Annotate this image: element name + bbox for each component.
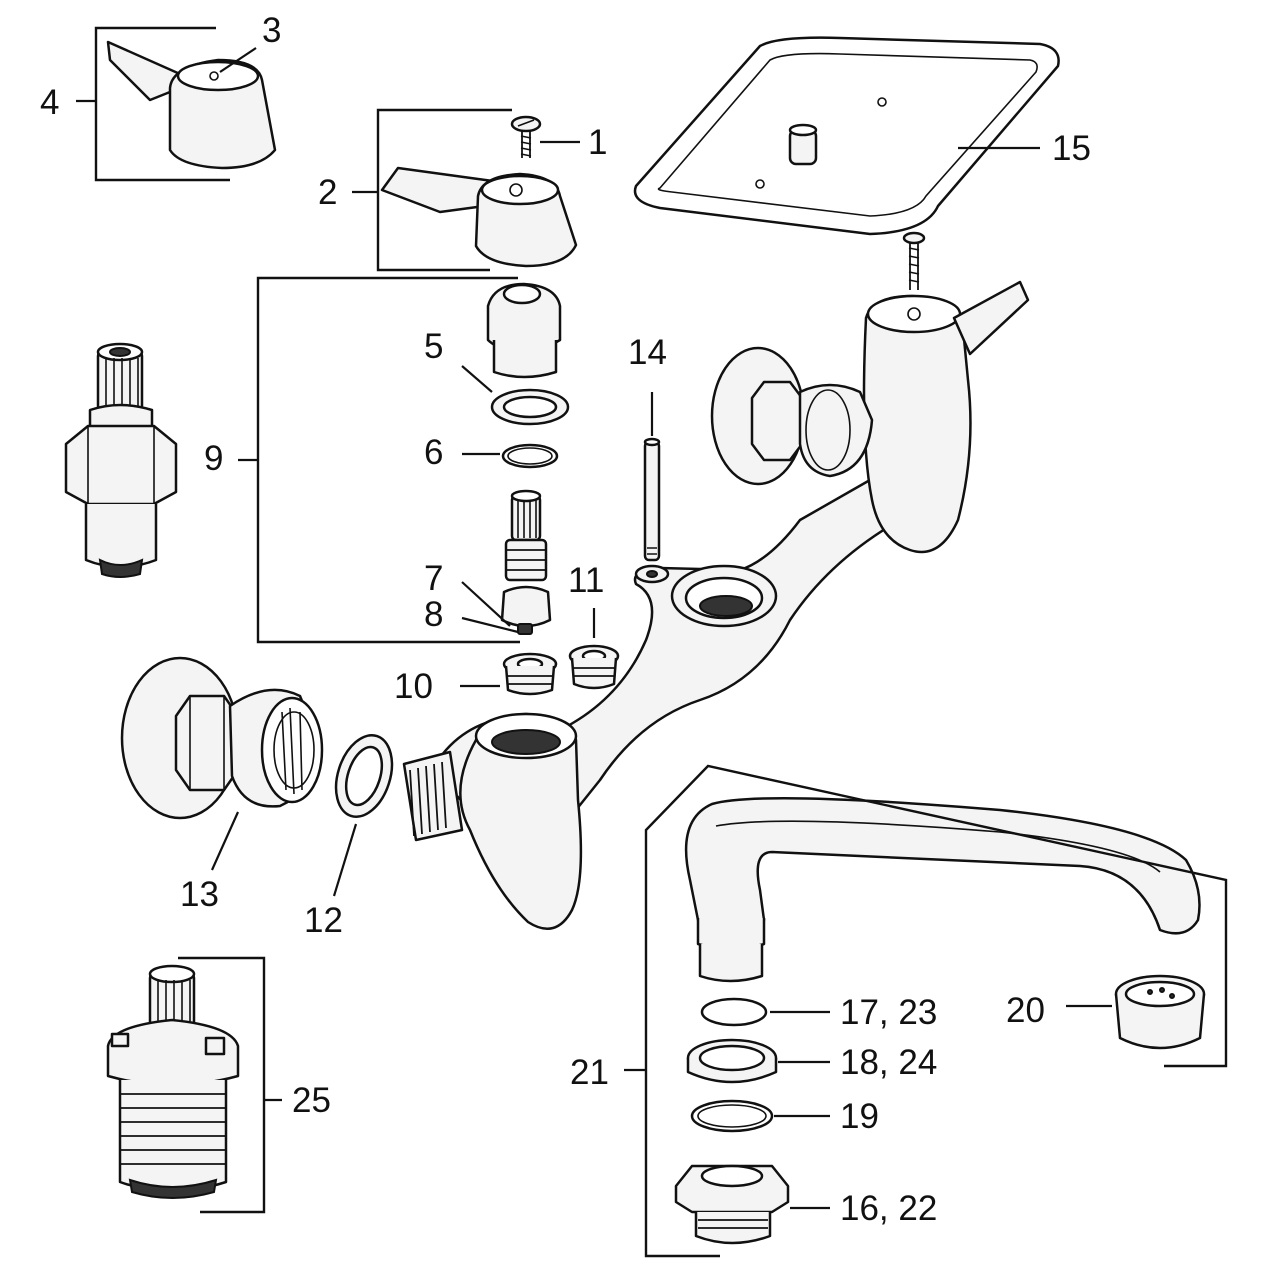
callout-4: 4 [40,83,59,122]
callout-12: 12 [304,901,343,940]
part-14-pin [643,437,661,562]
callout-13: 13 [180,875,219,914]
callout-1: 1 [588,123,607,162]
callout-5: 5 [424,327,443,366]
part-18-24-washer [686,1038,778,1084]
callout-9: 9 [204,439,223,478]
bracket-21 [644,764,1228,1258]
callout-21: 21 [570,1053,609,1092]
leader-12 [332,823,358,897]
callout-2: 2 [318,173,337,212]
part-2-lever-handle [380,166,578,268]
part-13-wall-union [120,656,324,820]
callout-18-24: 18, 24 [840,1043,937,1082]
callout-16-22: 16, 22 [840,1189,937,1228]
part-8-washer-screw [517,623,533,635]
part-11-seat [568,644,620,690]
leader-8 [461,616,519,634]
callout-25: 25 [292,1081,331,1120]
part-5-washer [490,388,570,426]
callout-15: 15 [1052,129,1091,168]
callout-20: 20 [1006,991,1045,1030]
part-21-spout [684,797,1201,983]
part-17-23-washer [700,997,768,1027]
bracket-25 [178,956,266,1214]
part-25-cartridge [106,964,240,1199]
part-19-o-ring [690,1099,774,1133]
callout-14: 14 [628,333,667,372]
bracket-4 [94,26,230,182]
callout-10: 10 [394,667,433,706]
part-6-o-ring [501,443,559,469]
part-15-escutcheon-plate [633,36,1060,236]
callout-19: 19 [840,1097,879,1136]
callout-8: 8 [424,595,443,634]
bracket-2 [376,108,512,272]
callout-3: 3 [262,11,281,50]
leader-7 [461,581,511,627]
part-16-22-spout-nut [674,1164,790,1245]
part-7-stem [500,489,552,628]
part-20-aerator [1114,974,1206,1050]
part-9-bonnet-nut [486,282,562,379]
leader-5 [461,365,493,393]
bracket-9 [256,276,520,644]
part-4-lever-handle [106,40,277,170]
part-10-seat [502,652,558,696]
cartridge-left [64,342,178,578]
faucet-body [402,231,1030,930]
part-1-screw [510,115,542,158]
callout-7: 7 [424,559,443,598]
callout-6: 6 [424,433,443,472]
part-12-gasket [334,734,394,818]
callout-11: 11 [568,561,604,600]
callout-17-23: 17, 23 [840,993,937,1032]
leader-3 [219,47,257,73]
leader-13 [210,811,240,871]
